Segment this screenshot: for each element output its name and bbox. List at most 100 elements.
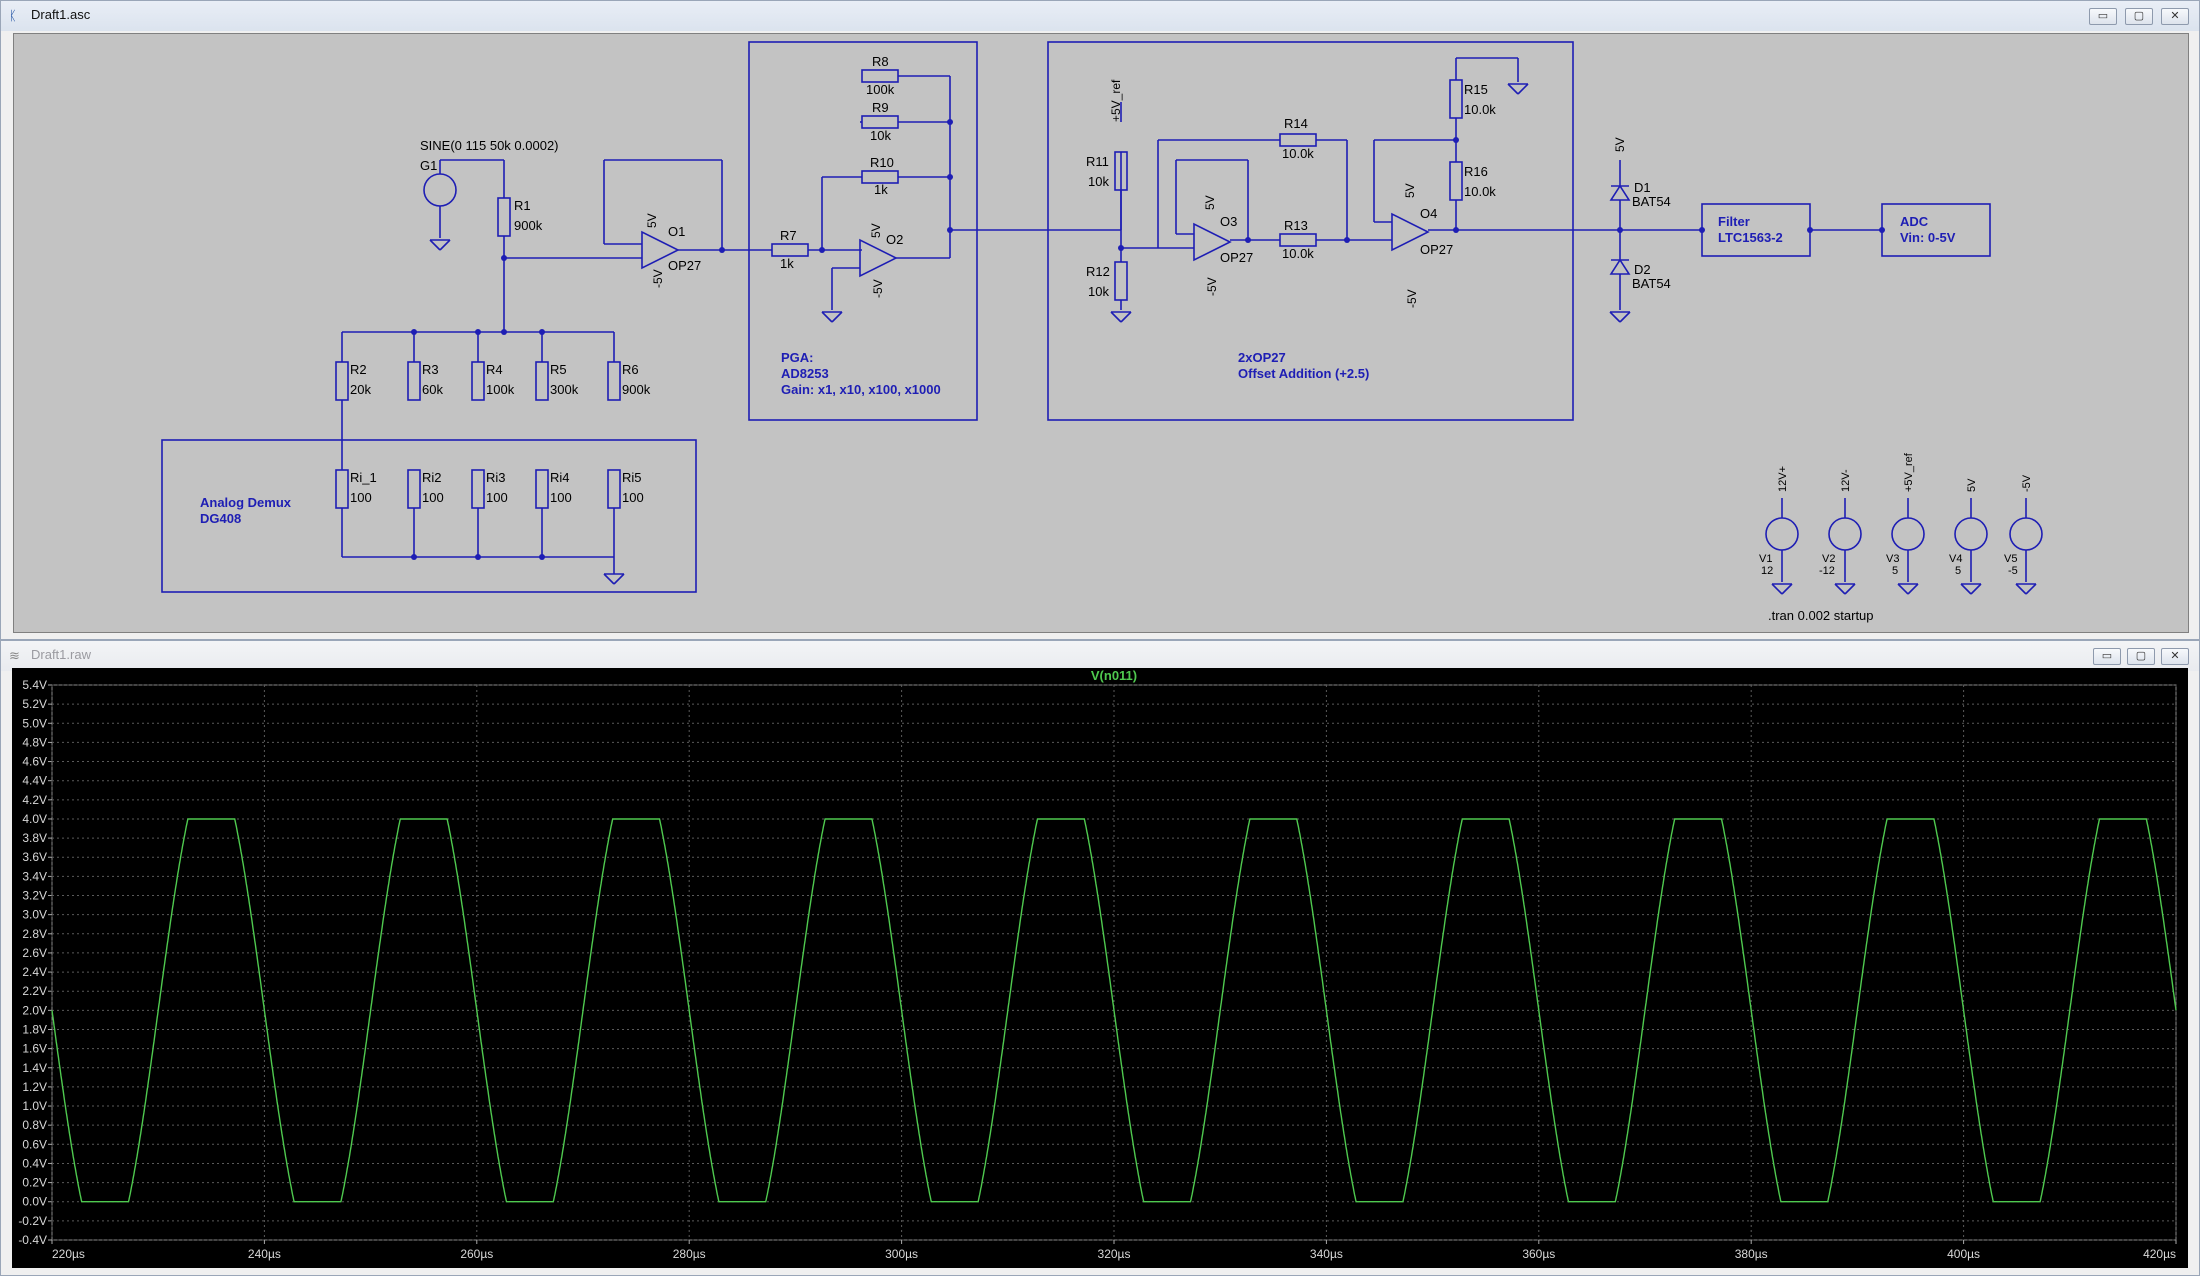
o4-opamp[interactable] [1391, 212, 1430, 252]
x-tick-label: 380µs [1735, 1247, 1768, 1261]
y-tick-label: 1.2V [22, 1080, 47, 1094]
x-tick-label: 300µs [885, 1247, 918, 1261]
ri1-resistor[interactable] [335, 469, 349, 509]
pga-label-line2: AD8253 [781, 366, 829, 381]
r12-resistor[interactable] [1114, 261, 1128, 301]
schematic-titlebar[interactable]: ᛕ Draft1.asc ▭ ▢ ✕ [1, 1, 2199, 31]
o1-name: O1 [668, 224, 685, 239]
demux-box[interactable] [161, 439, 697, 593]
svg-text:V2: V2 [1822, 553, 1835, 565]
o1-vminus: -5V [651, 269, 665, 288]
demux-label-line2: DG408 [200, 511, 241, 526]
waveform-icon: ≋ [9, 648, 20, 663]
r7-value: 1k [780, 256, 794, 271]
y-tick-label: 0.2V [22, 1176, 47, 1190]
r7-name: R7 [780, 228, 797, 243]
x-tick-label: 260µs [460, 1247, 493, 1261]
svg-text:V3: V3 [1886, 553, 1899, 565]
r1-resistor[interactable] [497, 197, 511, 237]
d1-name: D1 [1634, 180, 1651, 195]
y-tick-label: 0.8V [22, 1118, 47, 1132]
r3-resistor[interactable] [407, 361, 421, 401]
r12-name: R12 [1086, 264, 1110, 279]
plot-close-button[interactable]: ✕ [2161, 648, 2189, 665]
r6-resistor[interactable] [607, 361, 621, 401]
svg-text:V1: V1 [1759, 553, 1772, 565]
svg-text:V5: V5 [2004, 553, 2017, 565]
ri4-resistor[interactable] [535, 469, 549, 509]
svg-text:5: 5 [1892, 565, 1898, 577]
tran-directive[interactable]: .tran 0.002 startup [1768, 608, 1874, 623]
o3-opamp[interactable] [1193, 222, 1232, 262]
o1-vplus: 5V [645, 213, 659, 228]
x-tick-label: 340µs [1310, 1247, 1343, 1261]
ri3-resistor[interactable] [471, 469, 485, 509]
plot-window-title: Draft1.raw [31, 647, 91, 662]
x-tick-label: 240µs [248, 1247, 281, 1261]
x-tick-label: 320µs [1098, 1247, 1131, 1261]
r8-name: R8 [872, 54, 889, 69]
d1-diode[interactable] [1609, 184, 1631, 201]
r7-resistor[interactable] [771, 243, 809, 257]
r2-resistor[interactable] [335, 361, 349, 401]
y-tick-label: 4.8V [22, 735, 47, 749]
y-tick-label: 4.6V [22, 755, 47, 769]
y-tick-label: 5.0V [22, 716, 47, 730]
r4-resistor[interactable] [471, 361, 485, 401]
y-tick-label: -0.2V [18, 1214, 47, 1228]
o2-opamp[interactable] [859, 238, 898, 278]
r11-value: 10k [1088, 174, 1109, 189]
filter-label-line1: Filter [1718, 214, 1750, 229]
d2-part: BAT54 [1632, 276, 1671, 291]
ri5-value: 100 [622, 490, 644, 505]
r9-name: R9 [872, 100, 889, 115]
plot-minimize-button[interactable]: ▭ [2093, 648, 2121, 665]
sine-source-symbol[interactable] [423, 173, 457, 207]
r3-value: 60k [422, 382, 443, 397]
schematic-canvas[interactable]: SINE(0 115 50k 0.0002) G1 R1 900k R2 20k… [13, 33, 2189, 633]
d2-name: D2 [1634, 262, 1651, 277]
r6-value: 900k [622, 382, 651, 397]
r14-resistor[interactable] [1279, 133, 1317, 147]
r1-value: 900k [514, 218, 543, 233]
svg-text:V4: V4 [1949, 553, 1962, 565]
maximize-button[interactable]: ▢ [2125, 8, 2153, 25]
ri2-resistor[interactable] [407, 469, 421, 509]
o4-vminus: -5V [1405, 289, 1419, 308]
o1-opamp[interactable] [641, 230, 680, 270]
svg-text:+5V_ref: +5V_ref [1903, 452, 1915, 492]
y-tick-label: 4.0V [22, 812, 47, 826]
r5-resistor[interactable] [535, 361, 549, 401]
svg-text:12V-: 12V- [1840, 469, 1852, 492]
pga-box[interactable] [748, 41, 978, 421]
vref-net-label: +5V_ref [1109, 79, 1123, 122]
close-button[interactable]: ✕ [2161, 8, 2189, 25]
y-tick-label: 2.2V [22, 984, 47, 998]
ri5-resistor[interactable] [607, 469, 621, 509]
offset-box[interactable] [1047, 41, 1574, 421]
y-tick-label: 3.4V [22, 869, 47, 883]
g1-name: G1 [420, 158, 437, 173]
o3-part: OP27 [1220, 250, 1253, 265]
svg-text:-5: -5 [2008, 565, 2018, 577]
plot-maximize-button[interactable]: ▢ [2127, 648, 2155, 665]
x-tick-label: 400µs [1947, 1247, 1980, 1261]
r8-resistor[interactable] [861, 69, 899, 83]
schematic-window: ᛕ Draft1.asc ▭ ▢ ✕ [0, 0, 2200, 640]
ri1-value: 100 [350, 490, 372, 505]
r9-resistor[interactable] [861, 115, 899, 129]
ltspice-icon: ᛕ [9, 8, 17, 23]
d2-diode[interactable] [1609, 258, 1631, 275]
r3-name: R3 [422, 362, 439, 377]
y-tick-label: 3.8V [22, 831, 47, 845]
svg-text:12: 12 [1761, 565, 1773, 577]
r13-resistor[interactable] [1279, 233, 1317, 247]
plot-titlebar[interactable]: ≋ Draft1.raw ▭ ▢ ✕ [1, 641, 2199, 671]
r15-resistor[interactable] [1449, 79, 1463, 119]
r16-resistor[interactable] [1449, 161, 1463, 201]
minimize-button[interactable]: ▭ [2089, 8, 2117, 25]
r5-value: 300k [550, 382, 579, 397]
y-tick-label: -0.4V [18, 1233, 47, 1247]
o2-vplus: 5V [869, 223, 883, 238]
